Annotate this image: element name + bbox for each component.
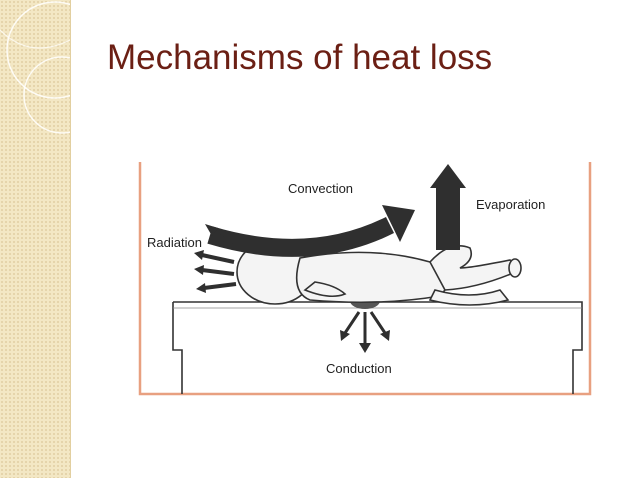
heat-loss-diagram: Convection Evaporation Radiation Conduct… (130, 150, 600, 400)
evaporation-arrow (430, 164, 466, 250)
slide-title: Mechanisms of heat loss (107, 38, 493, 77)
incubator-frame (138, 162, 592, 396)
convection-arrow (207, 205, 415, 257)
label-evaporation: Evaporation (476, 197, 546, 212)
decorative-side-band (0, 0, 71, 478)
band-swirl-decoration (0, 1, 70, 134)
infant-arm (303, 281, 347, 298)
label-convection: Convection (288, 181, 354, 196)
infant-leg-upper (429, 245, 522, 291)
label-radiation: Radiation (147, 235, 202, 250)
diagram-canvas (138, 162, 592, 396)
table (172, 301, 583, 394)
conduction-arrows (340, 311, 390, 353)
infant-figure (236, 239, 522, 306)
label-conduction: Conduction (326, 361, 392, 376)
infant-leg-lower (428, 289, 510, 306)
infant-foot (508, 258, 522, 278)
radiation-arrows (194, 224, 237, 293)
